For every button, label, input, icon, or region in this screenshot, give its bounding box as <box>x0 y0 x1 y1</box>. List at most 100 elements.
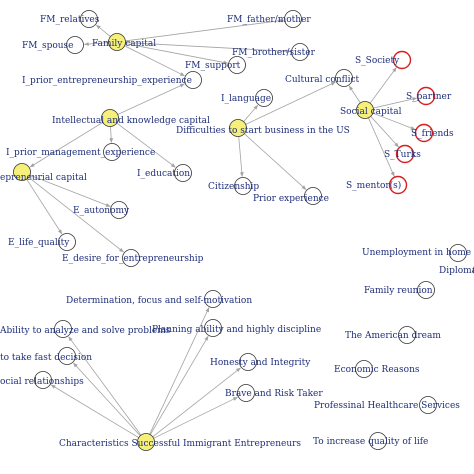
edges-layer <box>26 18 418 439</box>
node-i-prior-ent[interactable] <box>184 71 202 89</box>
node-s-turks[interactable] <box>395 144 415 164</box>
node-label-unemployment: Unemployment in home country <box>362 248 474 258</box>
node-label-e-life: E_life_quality <box>8 238 70 248</box>
node-fm-relatives[interactable] <box>80 10 98 28</box>
node-label-characteristics: Characteristics Successful Immigrant Ent… <box>59 439 301 449</box>
node-social[interactable] <box>356 101 374 119</box>
edge-social-to-s_society <box>369 67 397 104</box>
node-fm-support[interactable] <box>228 56 246 74</box>
edge-social-to-s_partner <box>373 97 418 109</box>
edge-social-to-cultural <box>348 85 361 104</box>
edge-intellectual-to-i_prior_ent <box>117 83 185 115</box>
node-e-desire[interactable] <box>122 249 140 267</box>
node-i-language[interactable] <box>255 89 273 107</box>
edge-family_capital-to-fm_support <box>125 43 229 65</box>
node-honesty[interactable] <box>239 353 257 371</box>
node-i-prior-mgmt[interactable] <box>103 143 121 161</box>
node-label-fm-relatives: FM_relatives <box>40 15 100 25</box>
node-fm-spouse[interactable] <box>66 36 84 54</box>
edge-social-to-s_turks <box>370 116 399 148</box>
node-economic[interactable] <box>355 360 373 378</box>
node-label-s-turks: S_Turks <box>384 150 421 160</box>
edge-characteristics-to-honesty <box>152 367 241 438</box>
node-citizenship[interactable] <box>234 177 252 195</box>
edge-characteristics-to-determination <box>149 307 210 435</box>
node-planning[interactable] <box>204 319 222 337</box>
node-family-reunion[interactable] <box>417 281 435 299</box>
edge-characteristics-to-brave <box>153 396 238 439</box>
node-label-healthcare: Professinal Healthcare Services <box>314 401 460 411</box>
node-label-s-society: S_Society <box>355 56 400 66</box>
node-label-diploma: Diploma <box>439 266 474 276</box>
edge-characteristics-to-social_rel <box>50 384 139 438</box>
node-label-fm-support: FM_support <box>185 61 241 71</box>
node-label-difficulties: Difficulties to start business in the US <box>176 126 350 136</box>
node-label-fm-brother: FM_brother/sister <box>232 48 316 58</box>
node-label-quality-life: To increase quality of life <box>313 437 428 447</box>
edge-family_capital-to-fm_relatives <box>95 24 111 37</box>
edge-social-to-s_mentor <box>368 117 395 177</box>
edge-entrepreneurial-to-e_life <box>26 178 63 235</box>
node-fm-brother[interactable] <box>291 43 309 61</box>
node-family-capital[interactable] <box>108 33 126 51</box>
edge-intellectual-to-i_prior_mgmt <box>109 126 114 143</box>
node-label-social: Social capital <box>340 107 402 117</box>
node-label-honesty: Honesty and Integrity <box>210 358 311 368</box>
node-label-e-desire: E_desire_for_entrepreneurship <box>62 254 204 264</box>
node-label-i-prior-ent: I_prior_entrepreneurship_experience <box>22 76 192 86</box>
node-determination[interactable] <box>204 290 222 308</box>
node-label-brave: Brave and Risk Taker <box>225 389 323 399</box>
node-characteristics[interactable] <box>137 433 155 451</box>
node-healthcare[interactable] <box>419 396 437 414</box>
edge-characteristics-to-fast_decision <box>73 362 141 436</box>
node-quality-life[interactable] <box>369 432 387 450</box>
node-social-rel[interactable] <box>34 371 52 389</box>
node-e-life[interactable] <box>58 233 76 251</box>
node-label-planning: Planning ability and highly discipline <box>152 325 321 335</box>
node-entrepreneurial[interactable] <box>13 163 31 181</box>
node-s-society[interactable] <box>392 50 412 70</box>
node-label-s-friends: S_friends <box>411 129 454 139</box>
node-label-prior-exp: Prior experience <box>253 194 329 204</box>
node-analyze[interactable] <box>54 320 72 338</box>
node-label-citizenship: Citizenship <box>208 182 259 192</box>
node-intellectual[interactable] <box>101 109 119 127</box>
node-label-intellectual: Intellectual and knowledge capital <box>52 116 210 126</box>
node-label-entrepreneurial: epreneurial capital <box>0 173 87 183</box>
node-brave[interactable] <box>237 384 255 402</box>
node-i-education[interactable] <box>174 164 192 182</box>
node-label-i-language: I_language <box>221 94 271 104</box>
node-label-analyze: Ability to analyze and solve problems <box>0 326 171 336</box>
edge-difficulties-to-i_language <box>243 104 259 122</box>
node-fast-decision[interactable] <box>58 347 76 365</box>
node-prior-exp[interactable] <box>304 187 322 205</box>
node-fm-father[interactable] <box>284 10 302 28</box>
node-s-friends[interactable] <box>414 123 434 143</box>
edge-family_capital-to-fm_brother <box>125 42 291 54</box>
node-label-cultural: Cultural conflict <box>285 75 360 85</box>
node-label-fast-decision: to take fast decision <box>0 353 92 363</box>
edge-intellectual-to-entrepreneurial <box>29 122 104 168</box>
node-label-i-education: I_education <box>137 169 190 179</box>
edge-social-to-s_friends <box>372 112 416 130</box>
node-american-dream[interactable] <box>398 326 416 344</box>
node-label-fm-spouse: FM_spouse <box>22 41 74 51</box>
node-s-partner[interactable] <box>416 86 436 106</box>
edge-characteristics-to-analyze <box>68 336 142 436</box>
edge-family_capital-to-fm_spouse <box>84 42 109 46</box>
node-difficulties[interactable] <box>229 119 247 137</box>
edge-difficulties-to-cultural <box>245 81 336 125</box>
nodes-layer <box>13 10 474 451</box>
node-cultural[interactable] <box>335 69 353 87</box>
node-label-social-rel: ocial relationships <box>0 377 84 387</box>
node-label-e-autonomy: E_autonomy <box>73 206 130 216</box>
node-s-mentor[interactable] <box>388 175 408 195</box>
node-label-family-reunion: Family reunion <box>364 286 433 296</box>
node-unemployment[interactable] <box>449 244 467 262</box>
node-label-s-mentor: S_mentor(s) <box>346 180 401 191</box>
edge-entrepreneurial-to-e_autonomy <box>29 174 111 207</box>
node-e-autonomy[interactable] <box>110 201 128 219</box>
